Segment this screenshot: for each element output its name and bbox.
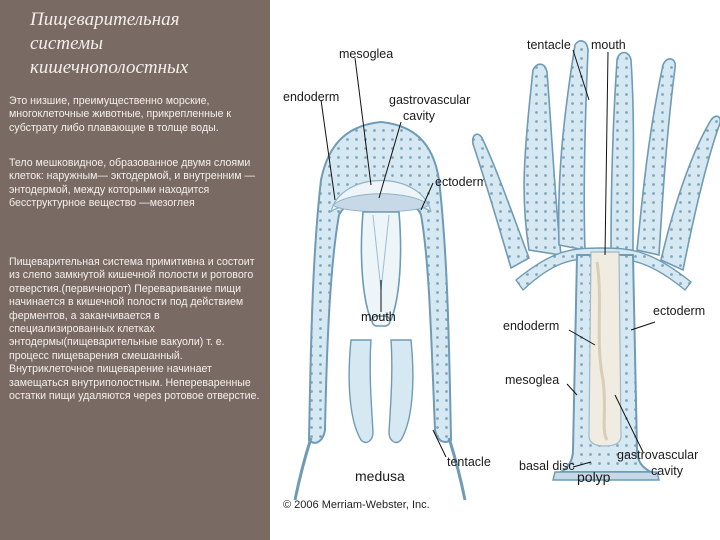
medusa-illustration: [293, 120, 467, 501]
polyp-label-mouth: mouth: [591, 38, 626, 52]
sidebar-title-line: кишечнополостных: [30, 57, 189, 78]
medusa-manubrium: [360, 211, 402, 321]
polyp-label-cavity: cavity: [651, 464, 684, 478]
polyp-illustration: [471, 40, 720, 481]
polyp-basal-disc: [552, 471, 660, 481]
polyp-label-basal-disc: basal disc: [519, 459, 575, 473]
medusa-tentacle: [293, 437, 313, 501]
sidebar-title-line: системы: [30, 33, 104, 54]
medusa-label-cavity: cavity: [403, 109, 436, 123]
copyright-notice: © 2006 Merriam-Webster, Inc.: [283, 499, 430, 511]
paragraph-body-structure: Тело мешковидное, образованное двумя сло…: [9, 157, 256, 210]
medusa-name: medusa: [355, 468, 405, 484]
medusa-label-mouth: mouth: [361, 310, 396, 324]
sidebar-title-line: Пищеварительная: [30, 9, 180, 30]
polyp-tentacle: [523, 63, 562, 256]
polyp-leaders: [566, 49, 656, 468]
polyp-label-endoderm: endoderm: [503, 319, 559, 333]
polyp-label-ectoderm: ectoderm: [653, 304, 705, 318]
medusa-label-mesoglea: mesoglea: [339, 47, 393, 61]
paragraph-digestion: Пищеварительная система примитивна и сос…: [9, 256, 260, 403]
medusa-label-endoderm: endoderm: [283, 90, 339, 104]
medusa-mouth: [371, 315, 391, 327]
polyp-name: polyp: [577, 469, 611, 485]
medusa-gastrovascular-cavity: [332, 193, 430, 213]
medusa-label-gastrovascular: gastrovascular: [389, 93, 470, 107]
coelenterate-diagram: mesoglea endoderm gastrovascular cavity …: [283, 38, 720, 501]
polyp-label-tentacle: tentacle: [527, 38, 571, 52]
text-sidebar: Пищеварительная системы кишечнополостных…: [0, 0, 270, 540]
sidebar-title: Пищеварительная системы кишечнополостных: [30, 8, 260, 80]
polyp-gastrovascular-cavity: [588, 251, 622, 447]
medusa-leaders: [320, 57, 447, 458]
medusa-label-tentacle: tentacle: [447, 455, 491, 469]
polyp-label-gastrovascular: gastrovascular: [617, 448, 698, 462]
paragraph-intro: Это низшие, преимущественно морские, мно…: [9, 95, 232, 134]
medusa-label-ectoderm: ectoderm: [435, 175, 487, 189]
polyp-label-mesoglea: mesoglea: [505, 373, 559, 387]
